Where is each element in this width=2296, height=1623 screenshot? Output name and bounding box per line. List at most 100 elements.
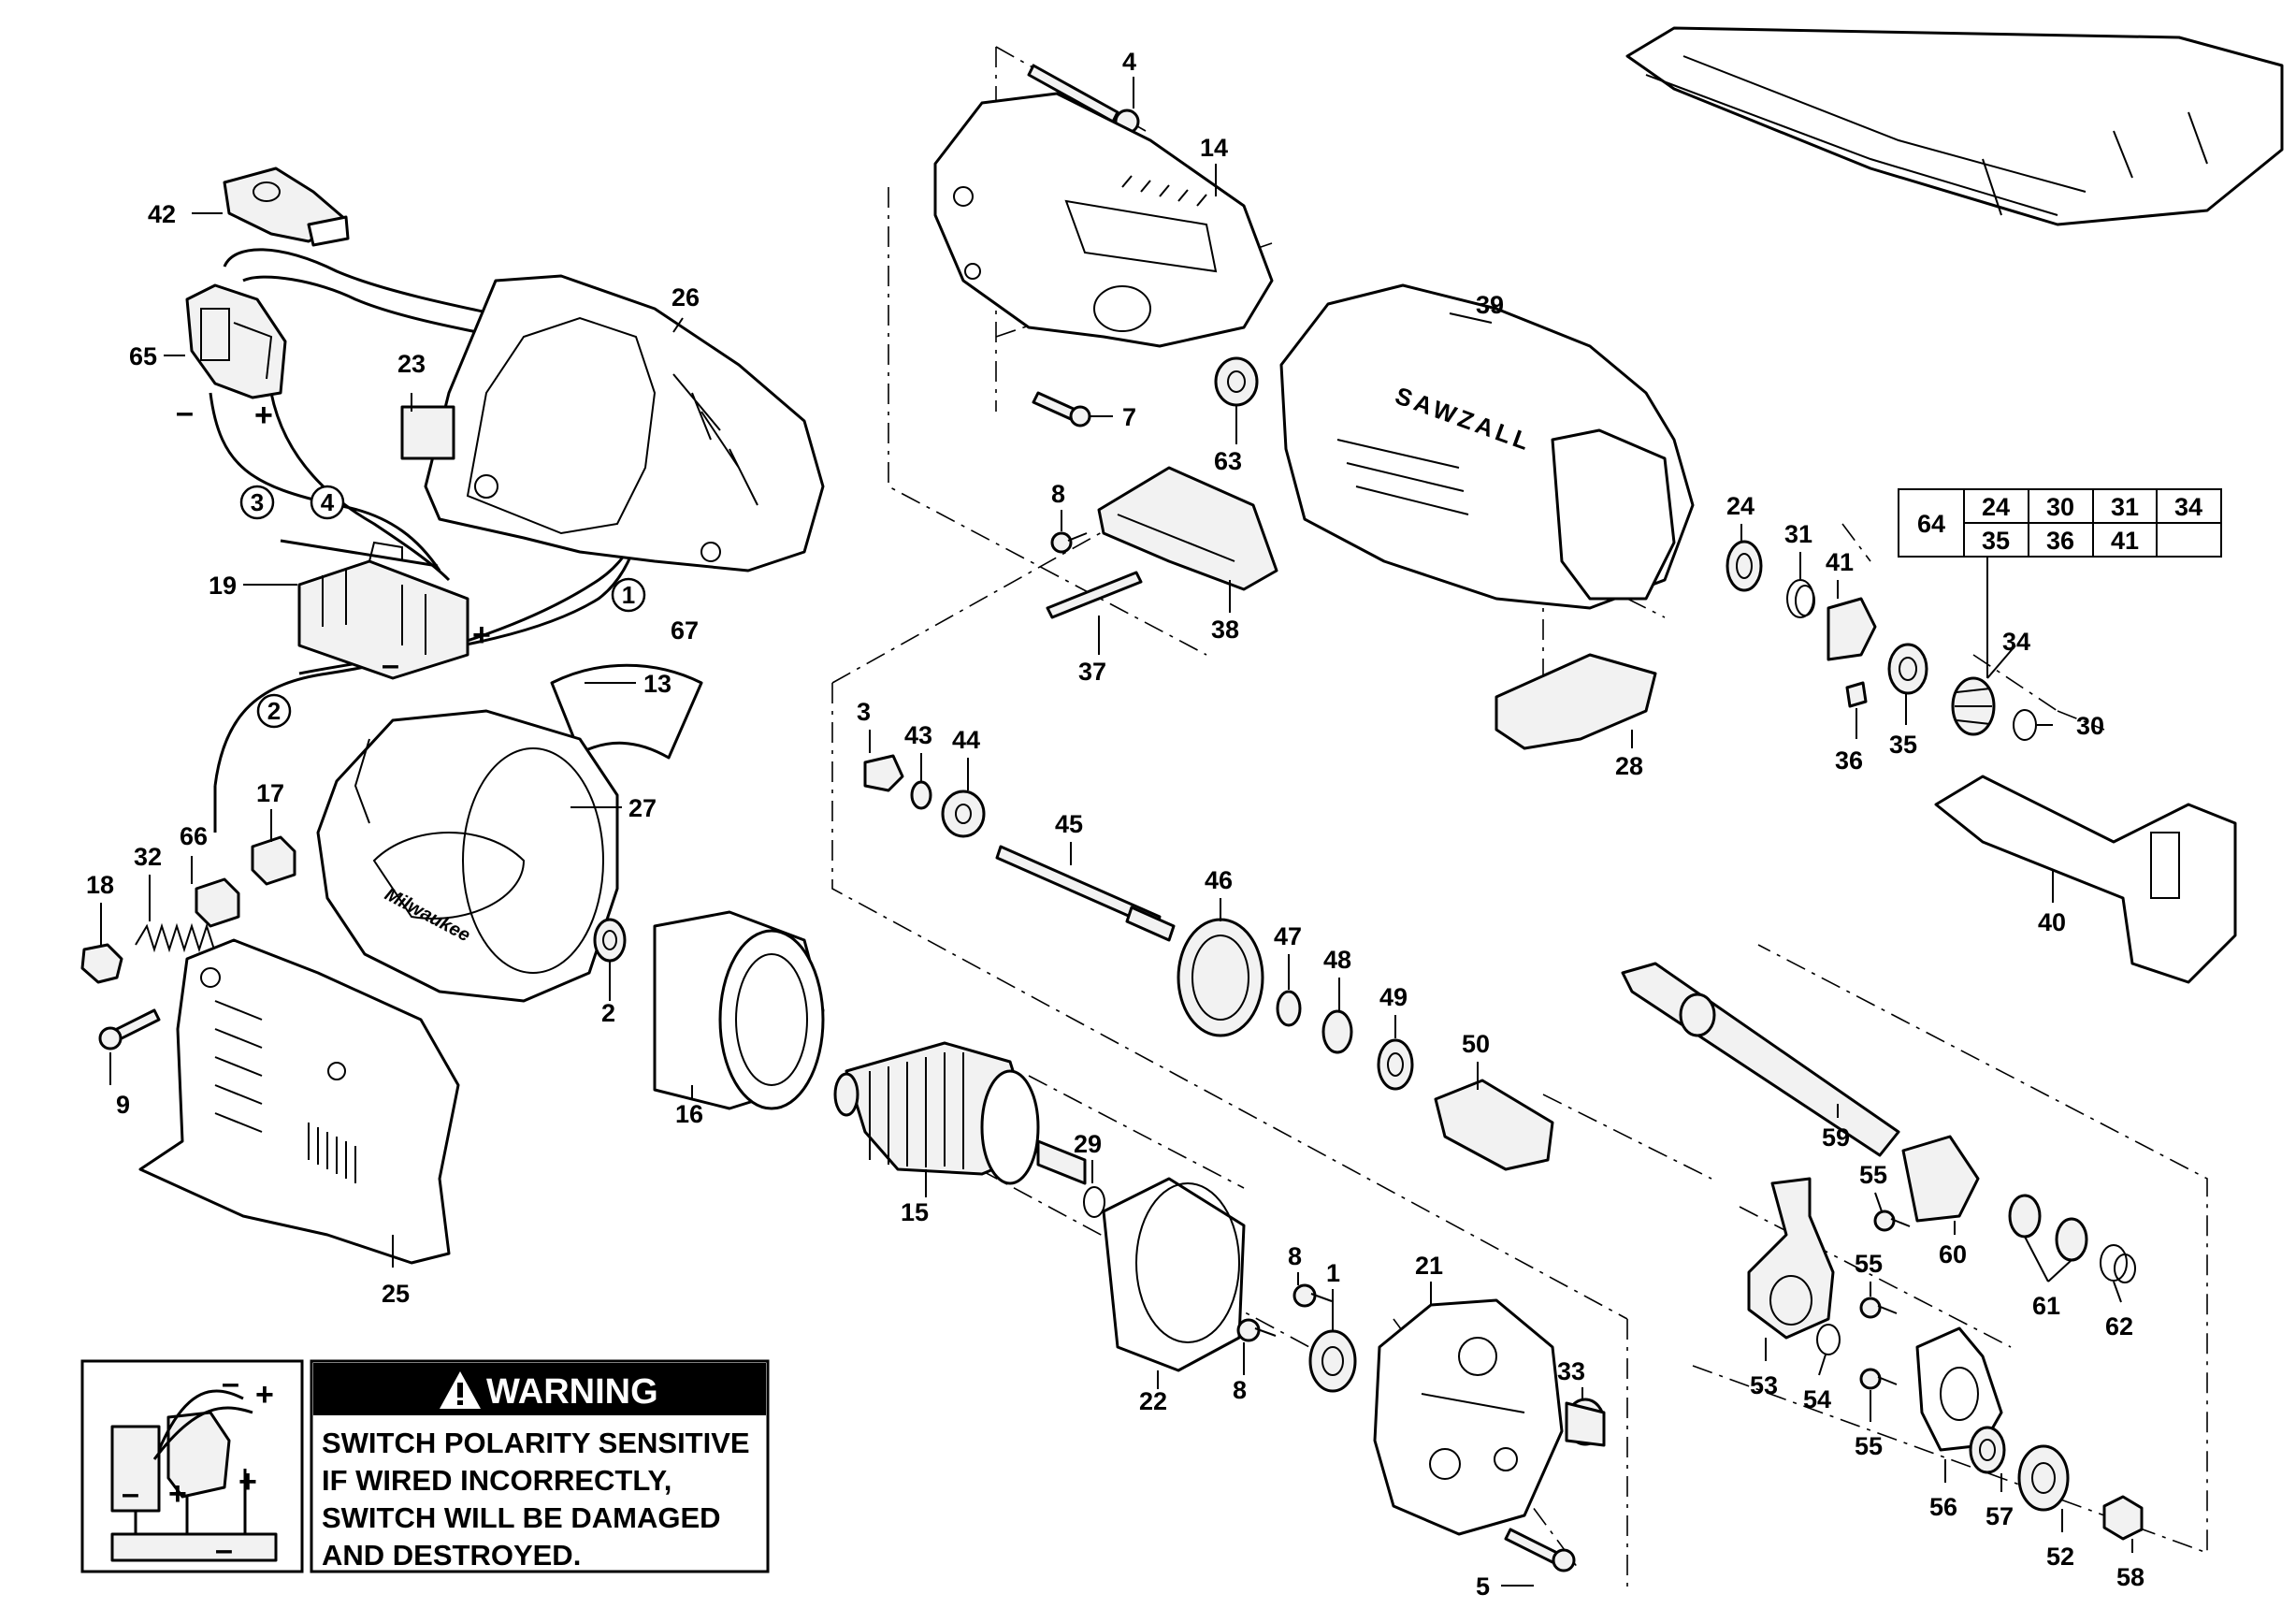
label-26: 26 xyxy=(671,283,700,312)
warning-triangle-icon xyxy=(440,1371,481,1409)
callout-1: 1 xyxy=(622,581,635,609)
part-1-bearing xyxy=(1308,1329,1357,1393)
label-35: 35 xyxy=(1889,731,1917,759)
label-14: 14 xyxy=(1200,134,1228,162)
part-60-bushing xyxy=(1901,1135,1980,1223)
part-39-boot: SAWZALL xyxy=(1279,283,1695,610)
part-31-spring xyxy=(1786,579,1815,618)
part-52-bearing xyxy=(2017,1444,2070,1512)
label-53: 53 xyxy=(1750,1371,1778,1399)
leader-lines xyxy=(100,77,2133,1587)
part-8-screw-lower-b xyxy=(1236,1318,1277,1342)
label-38: 38 xyxy=(1211,616,1239,644)
part-27-field-housing: Milwaukee xyxy=(316,709,619,1003)
label-3: 3 xyxy=(857,698,871,726)
part-34-gear-collar xyxy=(1951,676,1996,736)
part-62-rings xyxy=(2100,1244,2136,1283)
wire-callouts: 3 4 1 2 xyxy=(239,485,646,729)
switch-minus-sign: – xyxy=(176,395,194,430)
label-54: 54 xyxy=(1803,1385,1831,1413)
label-16: 16 xyxy=(675,1100,703,1128)
label-44: 44 xyxy=(952,726,980,754)
part-50-piston xyxy=(1434,1079,1554,1171)
part-29-retaining-ring xyxy=(1083,1186,1105,1218)
label-22: 22 xyxy=(1139,1387,1167,1415)
label-56: 56 xyxy=(1929,1493,1957,1521)
label-4: 4 xyxy=(1122,48,1136,76)
inset-minus-bottom: – xyxy=(215,1532,233,1568)
inset-plus-mid: + xyxy=(238,1464,257,1500)
label-50: 50 xyxy=(1462,1030,1490,1058)
part-54-ring xyxy=(1816,1324,1841,1355)
warning-label: WARNING SWITCH POLARITY SENSITIVE IF WIR… xyxy=(310,1359,770,1573)
carrying-case xyxy=(1625,26,2284,226)
label-36: 36 xyxy=(1835,746,1863,775)
kit-r2-c1: 35 xyxy=(1982,527,2010,555)
part-58-nut xyxy=(2102,1495,2144,1541)
part-46-gear xyxy=(1177,918,1264,1037)
part-25-handle-cover xyxy=(138,938,460,1265)
part-65-switch xyxy=(185,283,287,399)
kit-r2-c3: 41 xyxy=(2111,527,2139,555)
inset-plus-top: + xyxy=(255,1377,274,1413)
label-60: 60 xyxy=(1939,1240,1967,1268)
part-30-ring xyxy=(2013,709,2037,741)
part-36-pin xyxy=(1845,681,1868,708)
label-2: 2 xyxy=(601,999,615,1027)
part-16-stator xyxy=(653,910,825,1110)
label-1: 1 xyxy=(1326,1259,1340,1287)
label-49: 49 xyxy=(1379,983,1408,1011)
label-7: 7 xyxy=(1122,403,1136,431)
part-22-collar xyxy=(1102,1177,1246,1372)
part-9-screw xyxy=(98,1008,161,1051)
label-55-a: 55 xyxy=(1859,1161,1887,1189)
label-9: 9 xyxy=(116,1091,130,1119)
label-25: 25 xyxy=(382,1280,410,1308)
part-3-bushing xyxy=(863,754,904,792)
part-42-switch-connector xyxy=(223,167,350,247)
part-28-lever xyxy=(1495,653,1657,750)
part-15-armature xyxy=(833,1041,1087,1185)
part-59-plunger xyxy=(1621,962,1900,1157)
label-34: 34 xyxy=(2002,628,2030,656)
label-24: 24 xyxy=(1726,492,1754,520)
label-19: 19 xyxy=(209,572,237,600)
part-26-handle-half xyxy=(400,274,825,572)
part-66-brush xyxy=(195,877,240,928)
inset-minus-mid: – xyxy=(122,1476,139,1512)
part-8-screw-upper xyxy=(1050,531,1088,554)
part-48-washer xyxy=(1321,1009,1353,1054)
part-57-bearing xyxy=(1969,1426,2006,1474)
label-41: 41 xyxy=(1826,548,1854,576)
label-65: 65 xyxy=(129,342,157,370)
label-39: 39 xyxy=(1476,291,1504,319)
part-44-washer xyxy=(941,790,986,838)
part-63-seal xyxy=(1214,356,1259,407)
part-49-bearing xyxy=(1377,1038,1414,1091)
switch-plus-sign: + xyxy=(254,398,273,433)
label-61: 61 xyxy=(2032,1292,2060,1320)
part-19-brush-holder xyxy=(297,541,469,680)
label-43: 43 xyxy=(904,721,932,749)
label-21: 21 xyxy=(1415,1252,1443,1280)
part-5-screw xyxy=(1504,1528,1576,1572)
part-37-pin xyxy=(1046,571,1143,619)
label-59: 59 xyxy=(1822,1123,1850,1152)
label-58: 58 xyxy=(2116,1563,2144,1591)
part-35-collar xyxy=(1887,643,1928,695)
warning-heading: WARNING xyxy=(486,1372,658,1412)
label-46: 46 xyxy=(1205,866,1233,894)
label-42: 42 xyxy=(148,200,176,228)
part-55-screw-b xyxy=(1859,1297,1898,1319)
part-33-bushing xyxy=(1565,1398,1606,1447)
warning-line-4: AND DESTROYED. xyxy=(322,1539,581,1572)
label-67: 67 xyxy=(671,616,699,645)
part-38-bracket xyxy=(1097,466,1278,591)
polarity-signs: – + + – xyxy=(176,395,491,683)
part-43-washer xyxy=(910,780,932,810)
part-55-screw-c xyxy=(1859,1368,1898,1390)
label-55-b: 55 xyxy=(1855,1250,1883,1278)
label-62: 62 xyxy=(2105,1312,2133,1340)
label-57: 57 xyxy=(1986,1502,2014,1530)
